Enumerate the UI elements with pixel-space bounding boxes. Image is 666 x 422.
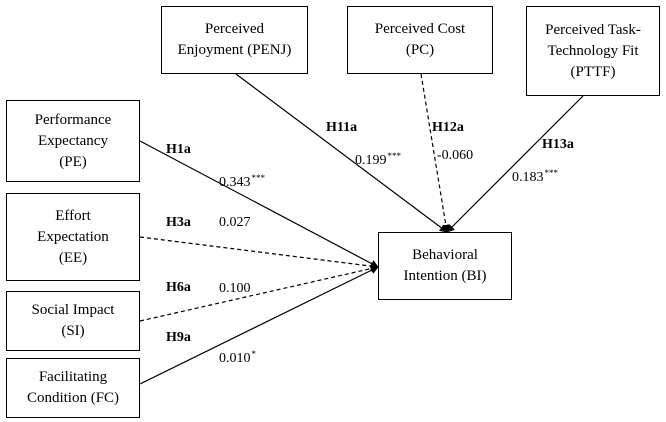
node-pe-label: Performance Expectancy (PE) <box>34 111 112 170</box>
coefficient-h6a: 0.100 <box>219 281 251 297</box>
significance-h11a: *** <box>387 151 402 161</box>
node-ee: Effort Expectation (EE) <box>6 193 140 281</box>
node-pc: Perceived Cost (PC) <box>347 6 493 74</box>
coefficient-h3a-value: 0.027 <box>219 215 251 230</box>
significance-h1a: *** <box>251 173 266 183</box>
coefficient-h9a-value: 0.010 <box>219 351 251 366</box>
node-bi: Behavioral Intention (BI) <box>378 232 512 300</box>
arrow-h3a <box>139 236 379 271</box>
node-si-label: Social Impact (SI) <box>31 302 115 339</box>
coefficient-h3a: 0.027 <box>219 215 251 231</box>
node-pc-label: Perceived Cost (PC) <box>374 21 466 58</box>
node-penj-label: Perceived Enjoyment (PENJ) <box>177 21 292 58</box>
coefficient-h12a-value: -0.060 <box>437 148 474 163</box>
node-penj: Perceived Enjoyment (PENJ) <box>161 6 308 74</box>
node-pttf: Perceived Task- Technology Fit (PTTF) <box>526 6 660 96</box>
node-ee-label: Effort Expectation (EE) <box>37 207 109 266</box>
arrow-h11a <box>235 73 448 233</box>
coefficient-h11a-value: 0.199 <box>355 153 387 168</box>
coefficient-h13a: 0.183*** <box>512 165 558 186</box>
coefficient-h13a-value: 0.183 <box>512 170 544 185</box>
arrow-h13a <box>446 95 584 233</box>
hypothesis-h6a: H6a <box>166 280 191 295</box>
significance-h13a: *** <box>544 168 559 178</box>
coefficient-h9a: 0.010* <box>219 346 256 367</box>
hypothesis-h13a: H13a <box>542 137 574 152</box>
significance-h9a: * <box>251 349 257 359</box>
hypothesis-h1a: H1a <box>166 142 191 157</box>
node-pttf-label: Perceived Task- Technology Fit (PTTF) <box>545 21 641 80</box>
hypothesis-h11a: H11a <box>326 120 358 135</box>
hypothesis-h3a: H3a <box>166 215 191 230</box>
arrow-h6a <box>139 264 379 322</box>
node-fc: Facilitating Condition (FC) <box>6 358 140 418</box>
node-bi-label: Behavioral Intention (BI) <box>403 247 487 284</box>
node-pe: Performance Expectancy (PE) <box>6 100 140 182</box>
hypothesis-h12a: H12a <box>432 120 464 135</box>
coefficient-h11a: 0.199*** <box>355 148 401 169</box>
arrow-h1a <box>139 140 379 268</box>
coefficient-h12a: -0.060 <box>437 148 473 164</box>
node-si: Social Impact (SI) <box>6 291 140 351</box>
coefficient-h6a-value: 0.100 <box>219 281 251 296</box>
arrow-h12a <box>420 73 450 233</box>
hypothesis-h9a: H9a <box>166 330 191 345</box>
coefficient-h1a: 0.343*** <box>219 170 265 191</box>
node-fc-label: Facilitating Condition (FC) <box>26 369 120 406</box>
arrow-h9a <box>139 266 379 385</box>
coefficient-h1a-value: 0.343 <box>219 175 251 190</box>
